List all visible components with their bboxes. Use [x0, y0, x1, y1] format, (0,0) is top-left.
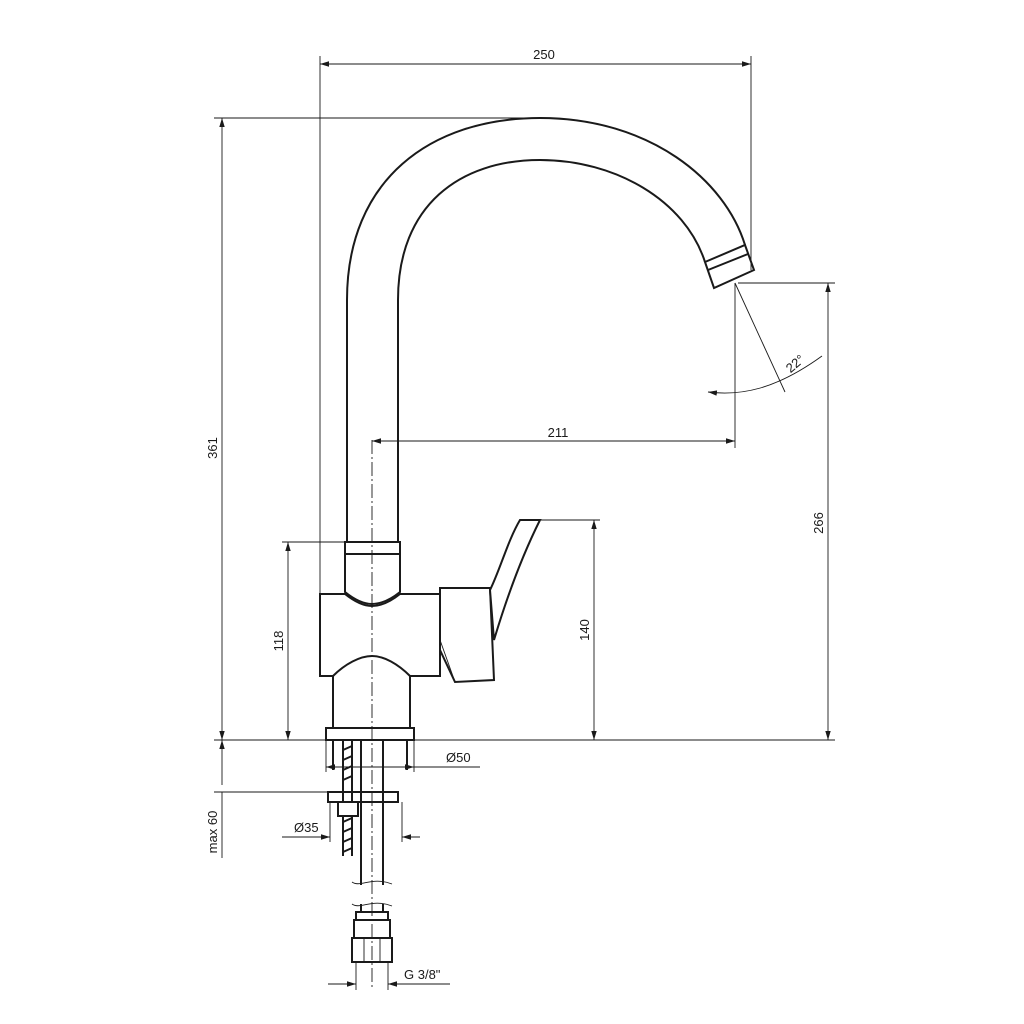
spout-aerator [703, 243, 756, 290]
mounting-plate [327, 791, 399, 803]
lever-housing-edge [439, 639, 456, 683]
faucet-outline [319, 116, 756, 990]
rod-nut [337, 801, 359, 817]
spout-collar [344, 541, 401, 555]
base-plate [325, 727, 415, 741]
dim-label-140: 140 [577, 619, 592, 641]
dim-label-250: 250 [533, 47, 555, 62]
dim-label-50: Ø50 [446, 750, 471, 765]
dim-label-118: 118 [271, 631, 286, 652]
dim-label-angle: 22° [783, 351, 808, 375]
spout-outer-curve [346, 116, 746, 548]
hose-break-top [351, 880, 393, 885]
dim-label-266: 266 [811, 512, 826, 534]
dim-label-g38: G 3/8" [404, 967, 441, 982]
hose-break-bottom [351, 902, 393, 907]
angle-ray [734, 282, 786, 393]
dim-label-211: 211 [548, 425, 569, 440]
dim-label-361: 361 [205, 437, 220, 459]
base-lower [332, 654, 411, 729]
aerator-ring [707, 253, 749, 271]
angle-arc [707, 355, 823, 396]
body-neck [344, 553, 401, 606]
lever-housing [439, 587, 496, 684]
spout-inner-curve [397, 158, 706, 548]
dim-label-35: Ø35 [294, 820, 319, 835]
lever-handle [488, 519, 542, 641]
dim-label-max60: max 60 [205, 811, 220, 854]
dimension-lines: 250 361 266 211 22° 118 140 Ø50 [205, 47, 835, 990]
